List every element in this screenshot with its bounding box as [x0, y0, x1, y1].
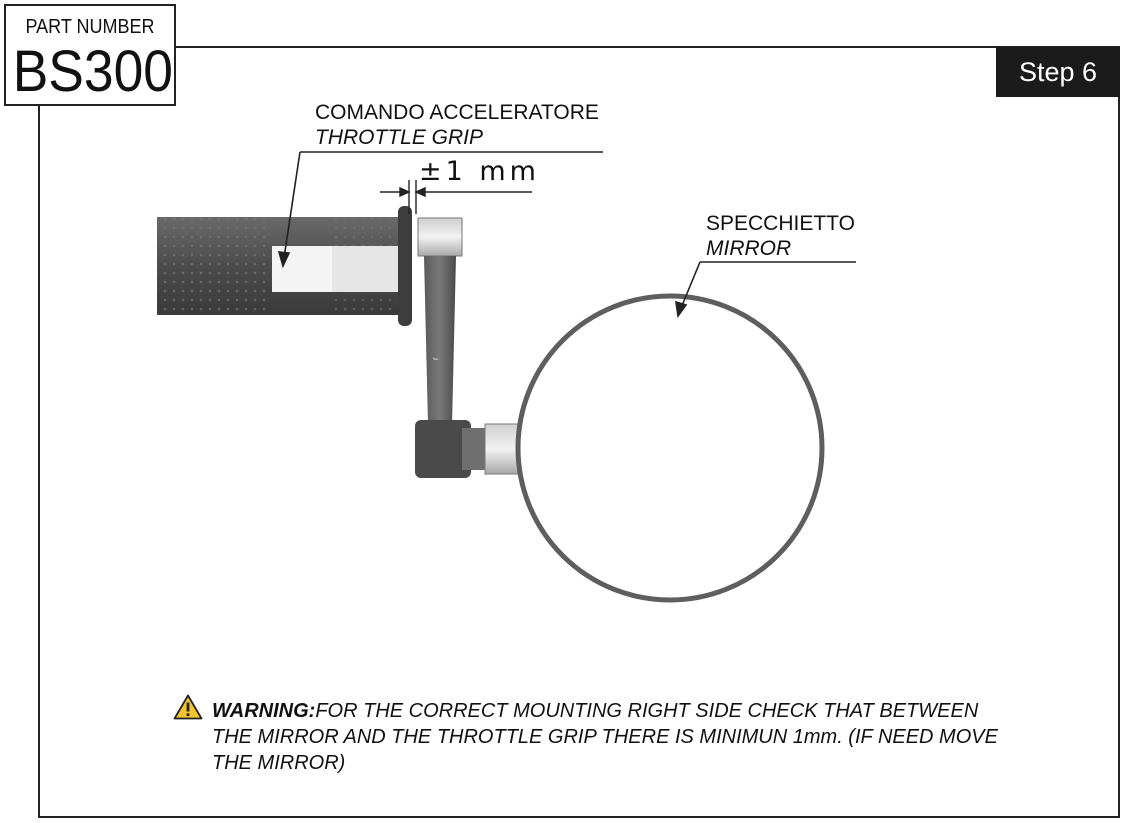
- warning-body: FOR THE CORRECT MOUNTING RIGHT SIDE CHEC…: [212, 700, 998, 774]
- mirror-label-en: MIRROR: [706, 237, 792, 260]
- dimension-marks: [380, 180, 532, 214]
- mirror-arm: r: [415, 217, 520, 478]
- mirror-label-it: SPECCHIETTO: [706, 212, 855, 235]
- mirror-ring: [515, 293, 825, 603]
- part-number-label: PART NUMBER: [25, 16, 155, 38]
- document-frame: [38, 46, 1120, 818]
- warning-text: WARNING:FOR THE CORRECT MOUNTING RIGHT S…: [212, 698, 1012, 776]
- part-number-box: PART NUMBER BS300: [4, 4, 176, 106]
- throttle-label-en: THROTTLE GRIP: [315, 126, 484, 149]
- part-number-value: BS300: [12, 39, 173, 104]
- warning-title: WARNING:: [212, 700, 316, 722]
- svg-text:r: r: [431, 357, 440, 360]
- throttle-grip: [157, 206, 412, 326]
- step-badge: Step 6: [996, 47, 1120, 97]
- throttle-label-it: COMANDO ACCELERATORE: [315, 101, 599, 124]
- dimension-label: ±1 mm: [419, 156, 540, 187]
- warning-triangle-icon: [173, 694, 203, 720]
- leader-lines: [277, 151, 856, 319]
